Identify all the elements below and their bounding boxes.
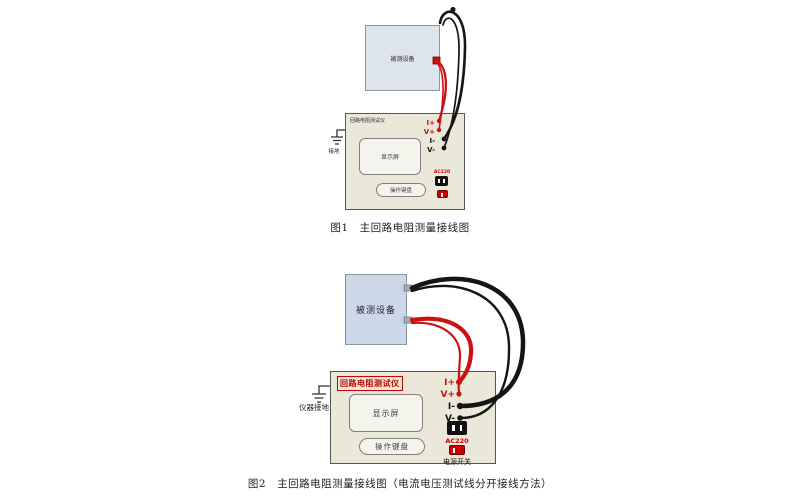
fig1-keyboard: 操作键盘: [376, 183, 426, 197]
fig1-tester-title: 回路电阻测试仪: [350, 118, 386, 124]
fig1-terminal-i-minus-label: I-: [429, 137, 435, 145]
fig2-ac-socket-label: AC220: [445, 437, 469, 445]
fig1-power-switch-icon: [437, 190, 448, 198]
fig1-ground-label: 接地: [328, 149, 340, 155]
fig1-terminal-v-minus-label: V-: [427, 146, 435, 154]
fig2-tester-box: 回路电阻测试仪 显示屏 操作键盘 I+ V+ I- V- AC220 电源开关: [330, 371, 496, 466]
fig1-ac-socket-icon: [435, 176, 448, 186]
fig2-ground-label: 仪器接地: [299, 403, 329, 412]
fig1-terminal-i-plus-label: I+: [426, 119, 435, 127]
fig2-power-switch-label: 电源开关: [443, 458, 471, 466]
fig1-ac-socket-label: AC220: [433, 170, 451, 175]
fig1-ground-symbol: [331, 129, 345, 145]
fig2-ac-socket-icon: [447, 421, 467, 435]
fig2-display-screen: 显示屏: [349, 394, 423, 432]
fig1-display-label: 显示屏: [380, 154, 399, 161]
fig2-ground-symbol: [312, 385, 330, 403]
figure1-caption: 图1 主回路电阻测量接线图: [330, 222, 470, 234]
fig1-tester-box: 回路电阻测试仪 显示屏 操作键盘 I+ V+ I- V- AC220: [345, 113, 465, 210]
fig1-device-label: 被测设备: [390, 55, 415, 63]
fig2-terminal-v-plus-label: V+: [440, 390, 455, 400]
fig2-keyboard-label: 操作键盘: [375, 442, 409, 451]
fig2-tester-title: 回路电阻测试仪: [337, 376, 403, 391]
fig2-power-switch-icon: [449, 445, 465, 455]
fig2-display-label: 显示屏: [372, 408, 400, 418]
fig2-keyboard: 操作键盘: [359, 438, 425, 455]
fig1-cable-junction-dot: [450, 6, 456, 13]
fig1-device-under-test-box: 被测设备: [365, 25, 440, 91]
fig1-terminal-v-plus-label: V+: [423, 128, 435, 136]
fig1-display-screen: 显示屏: [359, 138, 421, 175]
fig2-device-under-test-box: 被测设备: [345, 274, 407, 345]
fig2-terminal-i-plus-label: I+: [444, 378, 455, 388]
fig1-keyboard-label: 操作键盘: [389, 188, 412, 194]
figure2-caption: 图2 主回路电阻测量接线图（电流电压测试线分开接线方法）: [247, 478, 553, 490]
fig2-terminal-i-minus-label: I-: [447, 402, 455, 412]
fig2-device-label: 被测设备: [355, 306, 396, 316]
